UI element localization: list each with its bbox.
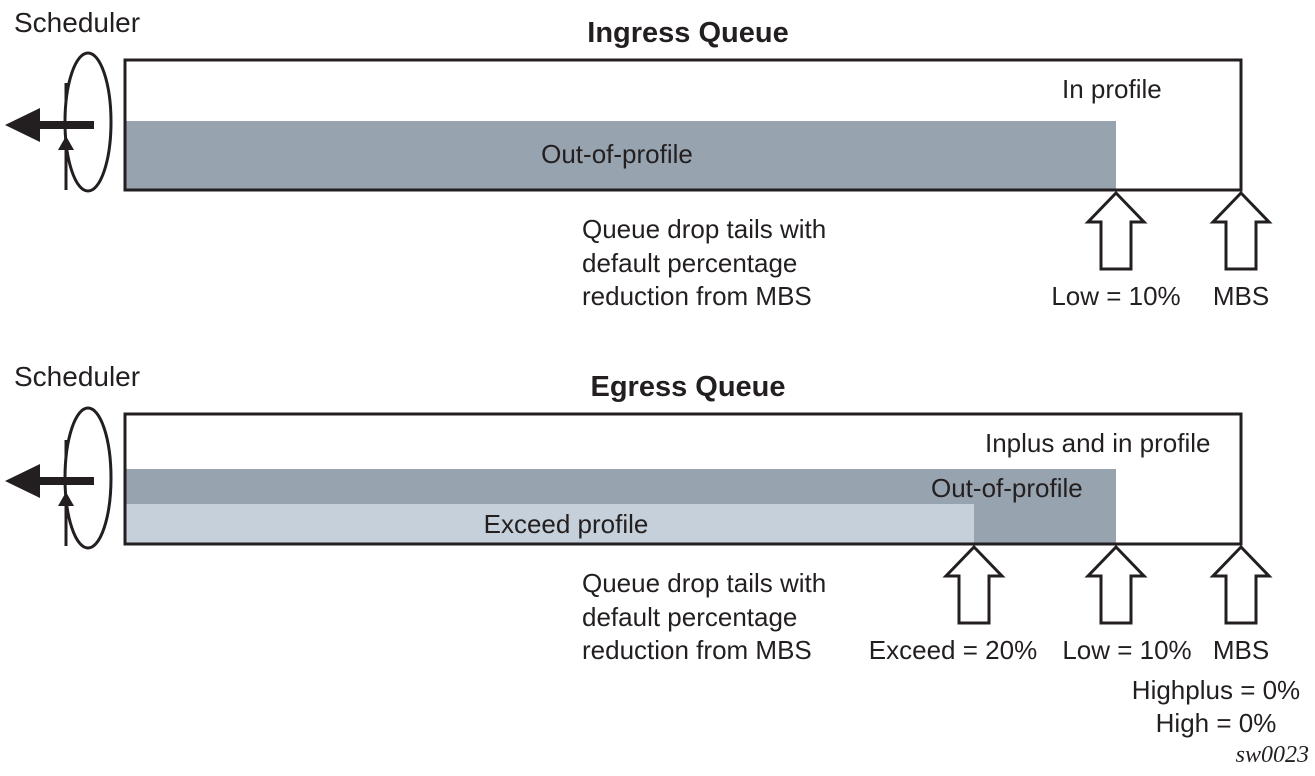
figure-reference-id: sw0023 — [1236, 742, 1309, 768]
ingress-section: Scheduler Ingress Queue In profile Out-o… — [5, 7, 1273, 311]
ingress-queue-outline — [123, 58, 1243, 192]
egress-inplus-in-profile-label: Inplus and in profile — [985, 428, 1210, 458]
threshold-up-arrow-icon — [1209, 544, 1273, 625]
egress-queue-outline — [123, 412, 1243, 546]
threshold-up-arrow-icon — [942, 544, 1006, 625]
scheduler-output-arrow-icon — [5, 108, 94, 142]
ingress-title: Ingress Queue — [587, 17, 788, 49]
egress-low-threshold-label: Low = 10% — [1062, 635, 1191, 665]
egress-high-note: High = 0% — [1156, 708, 1277, 738]
ingress-out-of-profile-label: Out-of-profile — [541, 139, 693, 169]
ingress-note-line-1: Queue drop tails with — [582, 214, 826, 244]
egress-out-of-profile-label: Out-of-profile — [931, 473, 1083, 503]
egress-highplus-note: Highplus = 0% — [1132, 675, 1300, 705]
ingress-low-threshold-label: Low = 10% — [1051, 281, 1180, 311]
ingress-scheduler-label: Scheduler — [14, 7, 140, 38]
egress-exceed-profile-region — [126, 504, 974, 543]
egress-note-line-1: Queue drop tails with — [582, 568, 826, 598]
threshold-up-arrow-icon — [1084, 190, 1148, 271]
egress-title: Egress Queue — [590, 371, 785, 403]
threshold-up-arrow-icon — [1209, 190, 1273, 271]
threshold-up-arrow-icon — [1084, 544, 1148, 625]
egress-note-line-2: default percentage — [582, 602, 797, 632]
ingress-mbs-label: MBS — [1213, 281, 1269, 311]
egress-exceed-profile-label: Exceed profile — [484, 509, 649, 539]
ingress-note-line-3: reduction from MBS — [582, 281, 812, 311]
ingress-out-of-profile-region — [126, 121, 1116, 189]
scheduler-output-arrow-icon — [5, 464, 94, 498]
egress-section: Scheduler Egress Queue Inplus and in pro… — [5, 361, 1300, 738]
ingress-note-line-2: default percentage — [582, 248, 797, 278]
ingress-in-profile-label: In profile — [1062, 74, 1162, 104]
egress-exceed-threshold-label: Exceed = 20% — [869, 635, 1037, 665]
egress-mbs-label: MBS — [1213, 635, 1269, 665]
egress-scheduler-label: Scheduler — [14, 361, 140, 392]
egress-note-line-3: reduction from MBS — [582, 635, 812, 665]
